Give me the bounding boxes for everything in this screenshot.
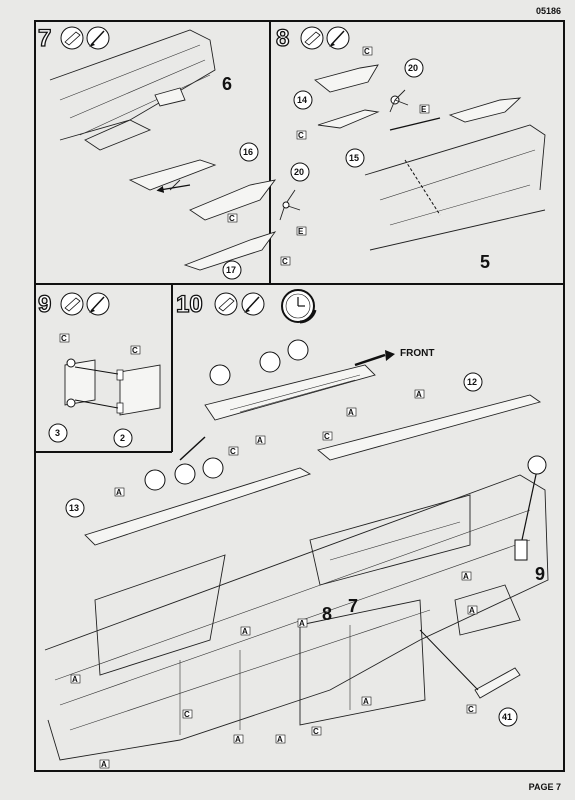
- step-8-hull-label: 5: [480, 252, 490, 272]
- part-16: [189, 179, 277, 221]
- paint-brush-icon: [241, 292, 265, 316]
- letter-a-hull-1: A: [463, 572, 469, 581]
- letter-a-12a: A: [416, 390, 422, 399]
- letter-a-12b: A: [348, 408, 354, 417]
- letter-e-20-step8: E: [421, 105, 427, 114]
- step-9-number: 9: [38, 291, 51, 318]
- letter-c-15: C: [298, 131, 304, 140]
- deck-upper-part: [204, 364, 376, 421]
- glue-tube-icon: [214, 292, 238, 316]
- document-code: 05186: [535, 6, 561, 16]
- letter-a-hull-2: A: [469, 606, 475, 615]
- step-8-number: 8: [276, 25, 289, 52]
- magnifier-callout: [209, 339, 309, 386]
- step-7-panel: 7 6 16 C 20 E: [37, 24, 310, 280]
- front-label: FRONT: [400, 348, 434, 359]
- step-7-hull-label: 6: [222, 74, 232, 94]
- letter-a-hull-7: A: [277, 735, 283, 744]
- letter-a-13b: A: [257, 436, 263, 445]
- callout-12: 12: [467, 377, 477, 387]
- step-8-panel: 8 C 14 15 C 20 E 5: [275, 24, 546, 272]
- step10-label-9: 9: [535, 564, 545, 584]
- part-2: [119, 364, 161, 416]
- rudder-assembly: [128, 159, 217, 191]
- letter-a-hull-6: A: [363, 697, 369, 706]
- letter-a-hull-4: A: [299, 619, 305, 628]
- page-number: PAGE 7: [528, 782, 561, 792]
- step-10-panel: 10 FRONT 12: [44, 289, 549, 769]
- letter-c-13: C: [230, 447, 236, 456]
- step-10-number: 10: [176, 291, 203, 318]
- part-3: [64, 359, 96, 406]
- callout-15: 15: [349, 153, 359, 163]
- glue-tube-icon: [300, 26, 324, 50]
- callout-17: 17: [226, 265, 236, 275]
- callout-16: 16: [243, 147, 253, 157]
- step10-label-7: 7: [348, 596, 358, 616]
- letter-c-3: C: [61, 334, 67, 343]
- letter-a-hull-5: A: [72, 675, 78, 684]
- callout-3: 3: [55, 428, 60, 438]
- letter-a-13a: A: [116, 488, 122, 497]
- letter-c-16: C: [229, 214, 235, 223]
- assembled-rudder: [448, 97, 522, 123]
- glue-tube-icon: [60, 26, 84, 50]
- letter-a-hull-9: A: [101, 760, 107, 769]
- part-17: [183, 231, 277, 271]
- letter-a-hull-3: A: [242, 627, 248, 636]
- step10-label-8: 8: [322, 604, 332, 624]
- letter-e-20: E: [298, 227, 304, 236]
- clock-icon: [281, 289, 317, 324]
- step-9-panel: 9 C 3 C 2: [37, 290, 161, 448]
- letter-a-hull-8: A: [235, 735, 241, 744]
- callout-41: 41: [502, 712, 512, 722]
- letter-c-2: C: [132, 346, 138, 355]
- letter-c-14: C: [364, 47, 370, 56]
- letter-c-hull-3: C: [184, 710, 190, 719]
- paint-brush-icon: [326, 26, 350, 50]
- part-13: [84, 467, 312, 546]
- part-14: [314, 64, 379, 93]
- callout-14: 14: [297, 95, 307, 105]
- letter-c-hull-2: C: [313, 727, 319, 736]
- letter-c-12: C: [324, 432, 330, 441]
- callout-2: 2: [120, 433, 125, 443]
- part-41: [474, 667, 521, 699]
- part-12: [317, 394, 542, 461]
- instruction-frame: [34, 20, 565, 772]
- letter-c-hull-1: C: [468, 705, 474, 714]
- callout-13: 13: [69, 503, 79, 513]
- step-7-number: 7: [38, 25, 51, 52]
- callout-20-step8: 20: [408, 63, 418, 73]
- paint-brush-icon: [86, 292, 110, 316]
- paint-brush-icon: [86, 26, 110, 50]
- letter-c-17: C: [282, 257, 288, 266]
- glue-tube-icon: [60, 292, 84, 316]
- part-15: [317, 109, 380, 129]
- callout-20-step7: 20: [294, 167, 304, 177]
